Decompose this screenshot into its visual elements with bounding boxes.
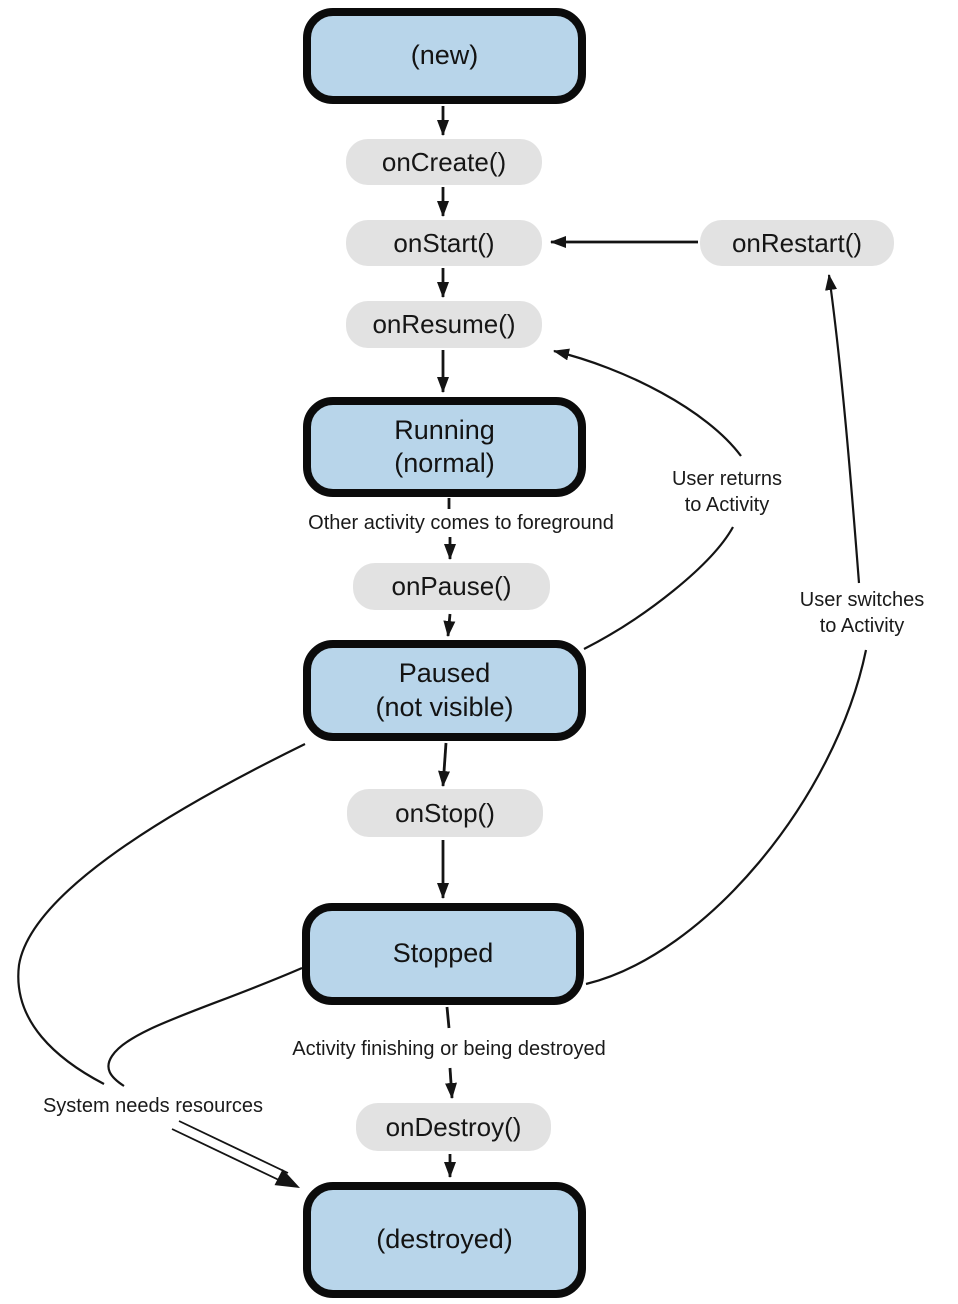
label-user-switches-line1: User switches bbox=[799, 589, 925, 611]
edge-stopped-to-userswitches bbox=[585, 649, 868, 986]
state-paused-label-line2: (not visible) bbox=[375, 691, 514, 722]
label-user-switches: User switches to Activity bbox=[772, 588, 952, 639]
label-other-activity-foreground: Other activity comes to foreground bbox=[281, 511, 641, 537]
callback-ondestroy-label: onDestroy() bbox=[385, 1111, 522, 1142]
edge-onpause-to-paused bbox=[443, 613, 456, 637]
edge-systemneeds-doubleline-1 bbox=[171, 1128, 282, 1182]
state-stopped: Stopped bbox=[302, 903, 584, 1005]
callback-onpause: onPause() bbox=[353, 563, 550, 610]
callback-onpause-label: onPause() bbox=[391, 571, 512, 601]
edge-paused-to-userreturns bbox=[583, 526, 734, 650]
label-other-activity-foreground-text: Other activity comes to foreground bbox=[308, 512, 614, 534]
edge-paused-to-systemneeds bbox=[17, 743, 306, 1085]
label-system-needs-resources-text: System needs resources bbox=[42, 1095, 264, 1117]
state-running: Running (normal) bbox=[303, 397, 586, 497]
callback-onstart: onStart() bbox=[346, 220, 542, 266]
label-user-returns: User returns to Activity bbox=[642, 467, 812, 518]
callback-onstop-label: onStop() bbox=[395, 797, 495, 828]
callback-oncreate-label: onCreate() bbox=[381, 146, 507, 177]
state-destroyed: (destroyed) bbox=[303, 1182, 586, 1298]
label-user-returns-line2: to Activity bbox=[684, 493, 770, 516]
state-stopped-label: Stopped bbox=[392, 938, 494, 969]
edge-systemneeds-doubleline-2 bbox=[178, 1120, 289, 1174]
callback-onstop: onStop() bbox=[347, 789, 543, 837]
callback-onresume: onResume() bbox=[346, 301, 542, 348]
label-user-switches-line2: to Activity bbox=[819, 614, 905, 637]
state-new-label: (new) bbox=[410, 40, 479, 71]
state-running-label-line2: (normal) bbox=[394, 448, 495, 478]
edge-paused-to-onstop bbox=[438, 742, 451, 787]
callback-oncreate: onCreate() bbox=[346, 139, 542, 185]
label-user-returns-line1: User returns bbox=[671, 468, 783, 490]
callback-ondestroy: onDestroy() bbox=[356, 1103, 551, 1151]
callback-onrestart-label: onRestart() bbox=[731, 227, 863, 258]
callback-onrestart: onRestart() bbox=[700, 220, 894, 266]
edge-systemneeds-arrowhead bbox=[274, 1169, 300, 1188]
state-paused-label-line1: Paused bbox=[398, 658, 491, 689]
state-paused: Paused (not visible) bbox=[303, 640, 586, 741]
edge-stopped-to-label-stub bbox=[445, 1006, 451, 1029]
edge-label-to-ondestroy bbox=[445, 1067, 457, 1099]
state-new: (new) bbox=[303, 8, 586, 104]
state-destroyed-label: (destroyed) bbox=[376, 1224, 513, 1255]
edge-userreturns-to-onresume bbox=[553, 348, 742, 457]
state-running-label-line1: Running bbox=[394, 414, 495, 445]
edge-userswitches-to-onrestart bbox=[825, 274, 861, 584]
label-activity-finishing: Activity finishing or being destroyed bbox=[259, 1037, 639, 1063]
edge-stopped-to-systemneeds bbox=[107, 966, 303, 1087]
callback-onresume-label: onResume() bbox=[372, 309, 516, 339]
label-activity-finishing-text: Activity finishing or being destroyed bbox=[292, 1038, 606, 1060]
label-system-needs-resources: System needs resources bbox=[28, 1094, 278, 1120]
callback-onstart-label: onStart() bbox=[393, 227, 495, 258]
